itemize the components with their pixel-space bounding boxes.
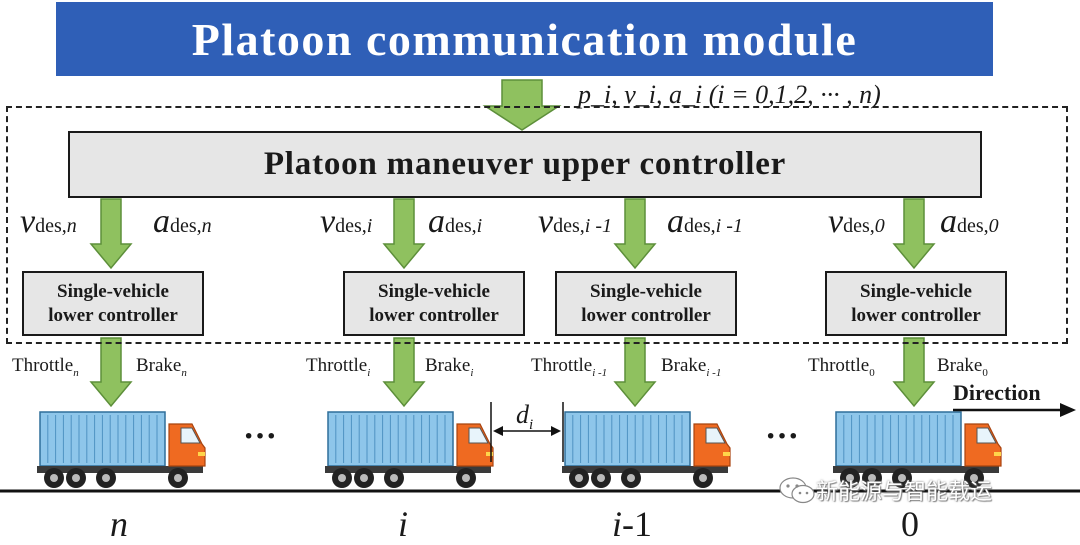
wechat-icon [779,477,815,504]
lower-controller-0: Single-vehicle lower controller [825,271,1007,336]
a-des-i-label: ades,i [428,203,483,240]
watermark-text: 新能源与智能载运 [816,480,993,505]
truck-headlight [198,452,205,456]
lower-controller-line2: lower controller [581,304,711,326]
upper-to-lower-arrow-i [382,198,426,270]
gap-arrowhead-left [493,426,503,436]
truck-hub [360,474,368,482]
lower-controller-line1: Single-vehicle [378,280,490,302]
truck-hub [846,474,854,482]
lower-controller-n: Single-vehicle lower controller [22,271,204,336]
truck-hub [597,474,605,482]
truck-hub [338,474,346,482]
truck-chassis [37,466,203,473]
truck-chassis [833,466,999,473]
truck-icon [37,411,206,488]
comm-range: (i = 0,1,2, ··· , n) [708,80,881,109]
truck-window [705,427,726,444]
watermark: 新能源与智能载运 [778,474,992,506]
v-des-i-label: vdes,i [320,203,373,240]
upper-to-lower-arrow-0 [892,198,936,270]
a-des-0-label: ades,0 [940,203,999,240]
brake-0-label: Brake0 [937,355,988,379]
truck-window [468,427,489,444]
direction-label: Direction [953,380,1041,405]
throttle-i-1-label: Throttlei -1 [531,355,608,379]
upper-controller-label: Platoon maneuver upper controller [263,146,787,182]
vehicle-label-n: n [110,504,128,544]
truck-hub [102,474,110,482]
upper-to-lower-arrow-i-1 [613,198,657,270]
vehicle-label-i-1: i-1 [612,504,653,544]
page-title: Platoon communication module [56,2,993,76]
truck-hub [898,474,906,482]
gap-label: di [516,400,534,434]
truck-chassis [325,466,491,473]
truck-hub [50,474,58,482]
truck-hub [575,474,583,482]
truck-headlight [723,452,730,456]
lower-to-vehicle-arrow-n [89,337,133,408]
truck-icon [325,411,494,488]
brake-i-label: Brakei [425,355,474,379]
truck-hub [72,474,80,482]
throttle-i-label: Throttlei [306,355,371,379]
a-des-n-label: ades,n [153,203,212,240]
a-des-i-1-label: ades,i -1 [667,203,743,240]
ellipsis-right: ··· [765,418,800,455]
truck-hub [699,474,707,482]
truck-chassis [562,466,728,473]
truck-icon [562,411,731,488]
vehicle-label-0: 0 [901,504,919,544]
v-des-0-label: vdes,0 [828,203,885,240]
truck-hub [390,474,398,482]
brake-n-label: Braken [136,355,187,379]
truck-hub [627,474,635,482]
truck-window [976,427,997,444]
lower-controller-i-1: Single-vehicle lower controller [555,271,737,336]
lower-to-vehicle-arrow-i [382,337,426,408]
lower-to-vehicle-arrow-0 [892,337,936,408]
lower-controller-line1: Single-vehicle [57,280,169,302]
lower-controller-line1: Single-vehicle [860,280,972,302]
upper-controller-box: Platoon maneuver upper controller [68,131,982,198]
lower-controller-line2: lower controller [851,304,981,326]
controller-boundary [6,106,1068,344]
lower-to-vehicle-arrow-i-1 [613,337,657,408]
throttle-0-label: Throttle0 [808,355,875,379]
lower-controller-line1: Single-vehicle [590,280,702,302]
truck-hub [868,474,876,482]
direction-arrowhead [1060,403,1076,417]
truck-hub [970,474,978,482]
truck-icon [833,411,1002,488]
ellipsis-left: ··· [243,418,278,455]
truck-hub [462,474,470,482]
lower-controller-line2: lower controller [48,304,178,326]
comm-variables: p_i, v_i, a_i [578,80,703,109]
v-des-n-label: vdes,n [20,203,77,240]
gap-arrowhead-right [551,426,561,436]
truck-hub [174,474,182,482]
throttle-n-label: Throttlen [12,355,79,379]
truck-headlight [486,452,493,456]
vehicle-label-i: i [398,504,409,544]
lower-controller-line2: lower controller [369,304,499,326]
brake-i-1-label: Brakei -1 [661,355,722,379]
truck-window [180,427,201,444]
truck-headlight [994,452,1001,456]
upper-to-lower-arrow-n [89,198,133,270]
v-des-i-1-label: vdes,i -1 [538,203,612,240]
lower-controller-i: Single-vehicle lower controller [343,271,525,336]
comm-variables-label: p_i, v_i, a_i (i = 0,1,2, ··· , n) [578,80,881,110]
